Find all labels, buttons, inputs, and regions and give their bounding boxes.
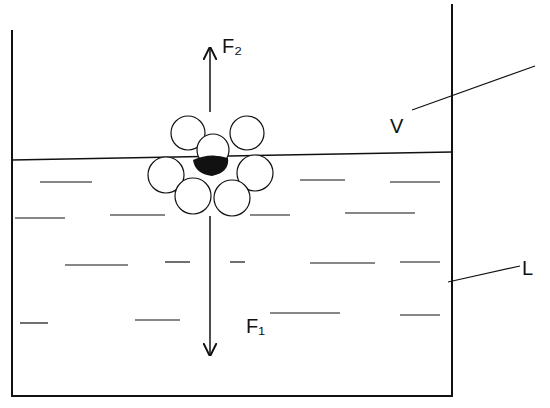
container-walls <box>12 4 452 396</box>
force-arrow-down <box>209 216 211 355</box>
leader-line <box>412 66 535 110</box>
force-arrow-up <box>209 48 211 112</box>
liquid-dashes <box>15 180 440 323</box>
phase-label: L <box>522 258 533 278</box>
molecule-cluster <box>148 116 273 216</box>
phase-label: V <box>390 116 403 136</box>
leader-line <box>448 266 520 282</box>
central-molecule <box>193 155 228 176</box>
force-label: F₂ <box>222 36 242 56</box>
force-label: F₁ <box>246 316 265 336</box>
liquid-surface <box>12 152 452 160</box>
